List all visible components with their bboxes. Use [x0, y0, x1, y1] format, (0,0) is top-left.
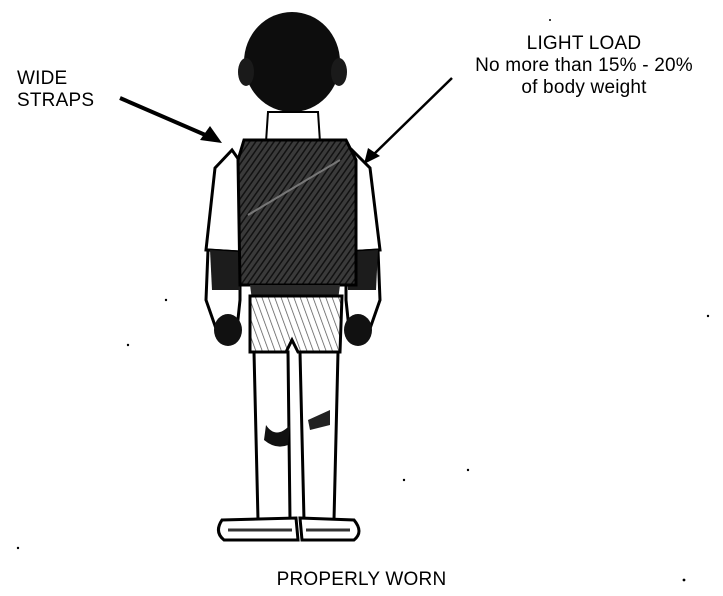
light-load-arrow	[364, 78, 452, 164]
light-load-line1: LIGHT LOAD	[455, 33, 713, 55]
wide-straps-arrow	[120, 98, 222, 143]
backpack	[238, 140, 356, 300]
wide-straps-line2: STRAPS	[17, 90, 94, 112]
wide-straps-callout: WIDE STRAPS	[17, 68, 94, 112]
light-load-callout: LIGHT LOAD No more than 15% - 20% of bod…	[455, 33, 713, 99]
shorts	[250, 296, 342, 352]
legs	[254, 352, 338, 520]
light-load-line2: No more than 15% - 20%	[455, 55, 713, 77]
light-load-line3: of body weight	[455, 77, 713, 99]
head	[238, 12, 347, 142]
figure-caption: PROPERLY WORN	[0, 569, 723, 591]
wide-straps-line1: WIDE	[17, 68, 94, 90]
shoes	[218, 518, 359, 540]
